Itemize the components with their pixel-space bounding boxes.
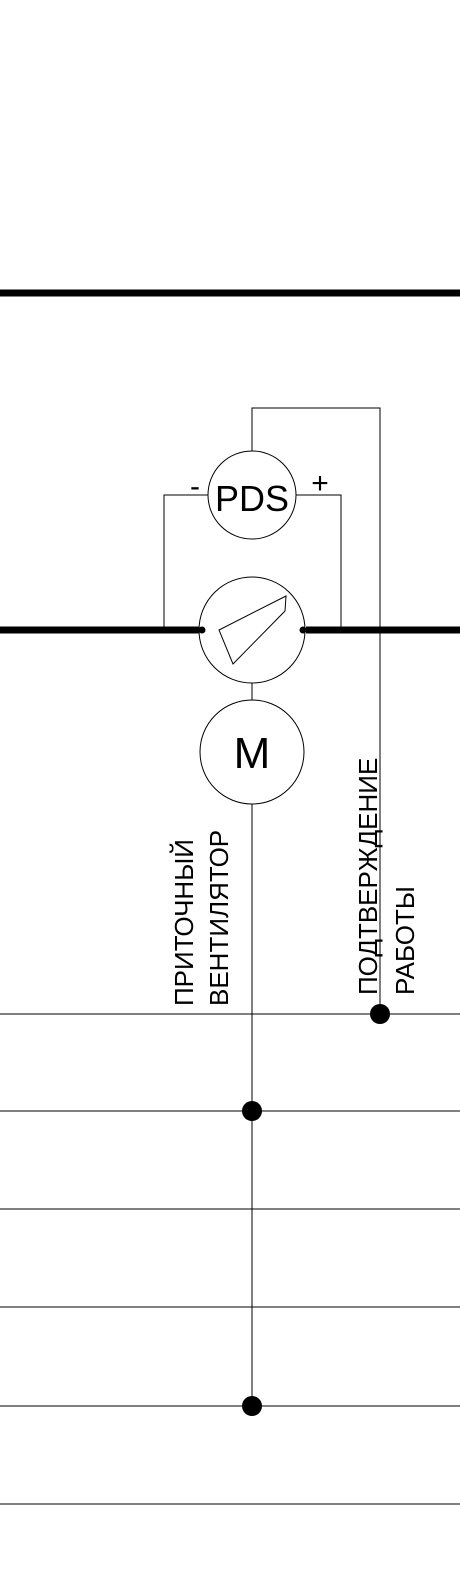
pds-tubing — [163, 494, 342, 630]
motor-junction-dot-lower — [242, 1396, 262, 1416]
feedback-label-line2: РАБОТЫ — [390, 886, 420, 995]
fan-symbol — [218, 595, 287, 665]
fan-circle — [198, 576, 306, 684]
feedback-label-line1: ПОДТВЕРЖДЕНИЕ — [353, 758, 383, 995]
feedback-junction-dot — [370, 1004, 390, 1024]
control-bus-lines — [0, 1013, 460, 1505]
fan-inlet-dot — [198, 626, 206, 634]
fan-label-line2: ВЕНТИЛЯТОР — [204, 830, 234, 1006]
pds-sensor-circle — [207, 450, 297, 540]
motor-junction-dot-upper — [242, 1101, 262, 1121]
pds-plus-sign: + — [311, 467, 329, 500]
fan-outlet-dot — [299, 626, 307, 634]
pds-sensor-label: PDS — [215, 478, 289, 519]
feedback-wire — [251, 407, 381, 1014]
pds-minus-sign: - — [190, 470, 200, 503]
fan-label-line1: ПРИТОЧНЫЙ — [169, 839, 199, 1006]
motor-label: M — [234, 729, 271, 778]
